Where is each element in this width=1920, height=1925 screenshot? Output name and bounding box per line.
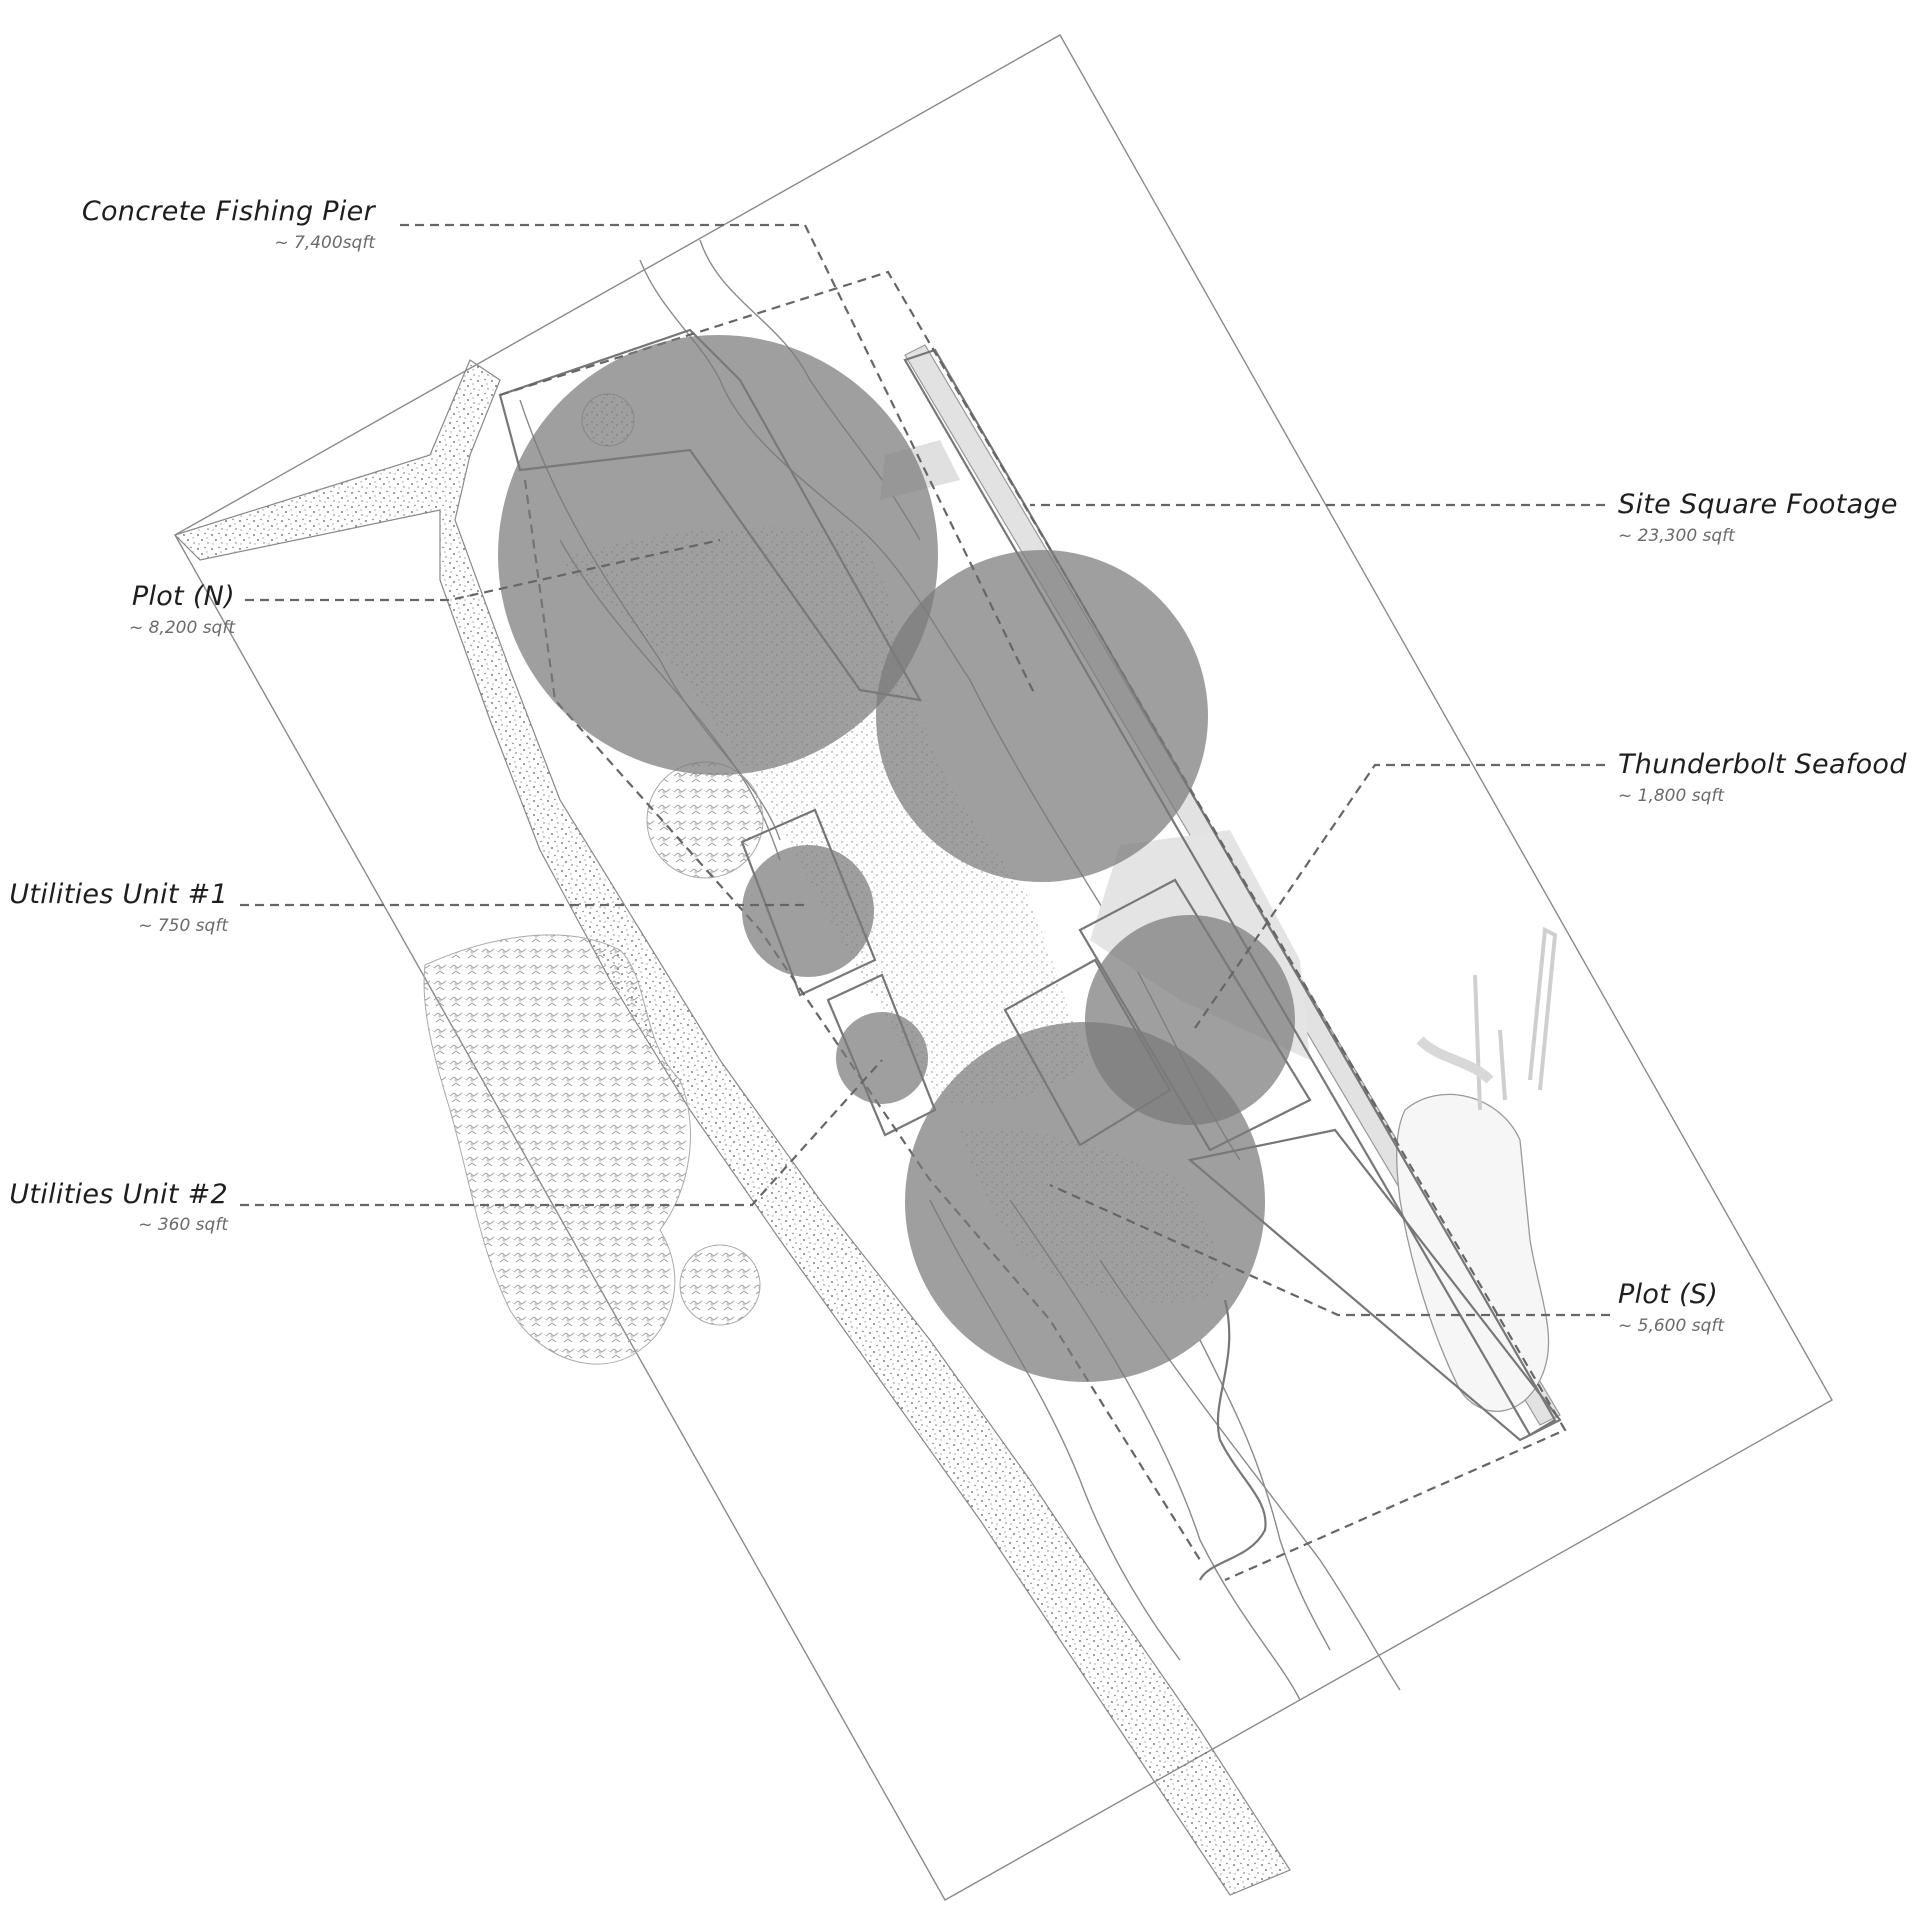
site-dashed-boundary <box>499 270 1567 1582</box>
leader-concrete-fishing-pier <box>400 223 1036 696</box>
boat-deck <box>1416 1036 1494 1084</box>
label-concrete-fishing-pier-area: ~ 7,400sqft <box>274 233 376 253</box>
site-boundary <box>174 34 1833 1901</box>
bubble-utilities-unit-2 <box>836 1012 928 1104</box>
bubble-utilities-unit-1 <box>742 845 874 977</box>
label-utilities-unit-2-area: ~ 360 sqft <box>138 1215 229 1235</box>
leader-plot-n <box>245 538 721 602</box>
label-plot-n-area: ~ 8,200 sqft <box>129 618 236 638</box>
plot-s-outline <box>1187 1128 1562 1442</box>
label-plot-s-area: ~ 5,600 sqft <box>1618 1316 1725 1336</box>
road-shoulder <box>173 359 1291 1896</box>
shoreline-contour-8 <box>1199 1339 1331 1651</box>
south-inlet-outline <box>1199 1299 1267 1581</box>
boat-silhouette <box>1396 1093 1550 1413</box>
leader-plot-s <box>1049 1183 1610 1317</box>
tree-canopy-round-2 <box>646 761 764 879</box>
label-plot-n: Plot (N) <box>132 581 235 612</box>
bubble-plot-s <box>905 1022 1265 1382</box>
label-site-square-footage-area: ~ 23,300 sqft <box>1618 526 1736 546</box>
label-thunderbolt-seafood: Thunderbolt Seafood <box>1618 749 1907 780</box>
label-site-square-footage: Site Square Footage <box>1618 489 1898 520</box>
label-thunderbolt-seafood-area: ~ 1,800 sqft <box>1618 786 1725 806</box>
label-utilities-unit-1: Utilities Unit #1 <box>9 879 228 910</box>
label-plot-s: Plot (S) <box>1618 1279 1718 1310</box>
boat-rigging <box>1473 926 1558 1111</box>
pier-outline-solid <box>903 348 1557 1437</box>
label-utilities-unit-1-area: ~ 750 sqft <box>138 916 229 936</box>
bubble-plot-n <box>498 335 938 775</box>
leader-thunderbolt-seafood <box>1194 763 1605 1029</box>
label-utilities-unit-2: Utilities Unit #2 <box>9 1179 228 1210</box>
leader-utilities-unit-2 <box>240 1059 883 1207</box>
bubble-site-square-footage <box>876 550 1208 882</box>
label-concrete-fishing-pier: Concrete Fishing Pier <box>82 196 377 227</box>
tree-canopy-round-1 <box>679 1244 761 1326</box>
tree-canopy-west <box>423 934 691 1365</box>
